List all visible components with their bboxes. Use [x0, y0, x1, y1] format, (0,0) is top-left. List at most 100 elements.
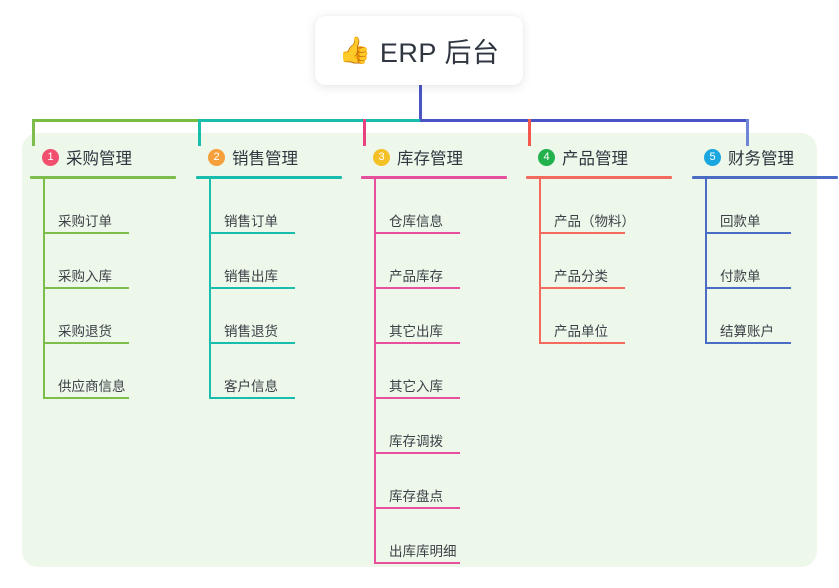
leaf-node[interactable]: 产品（物料）	[526, 179, 672, 234]
leaf-node-label: 产品分类	[554, 269, 608, 284]
leaf-node-label: 销售退货	[224, 324, 278, 339]
leaf-node[interactable]: 其它出库	[361, 289, 507, 344]
leaf-node-underline	[705, 287, 791, 289]
leaf-node[interactable]: 其它入库	[361, 344, 507, 399]
leaf-node-underline	[209, 342, 295, 344]
leaf-node-label: 产品单位	[554, 324, 608, 339]
branch-column-3: 3 库存管理仓库信息产品库存其它出库其它入库库存调拨库存盘点出库库明细	[361, 145, 507, 564]
leaf-node-underline	[539, 287, 625, 289]
connector-stub-5	[746, 119, 749, 146]
leaf-node-label: 库存盘点	[389, 489, 443, 504]
leaf-node-label: 仓库信息	[389, 214, 443, 229]
branch-number-badge-4: 4	[538, 148, 555, 166]
branch-spine-2	[209, 179, 211, 399]
leaf-node-underline	[539, 342, 625, 344]
leaf-node-label: 供应商信息	[58, 379, 126, 394]
leaf-node-label: 回款单	[720, 214, 761, 229]
leaf-node[interactable]: 库存盘点	[361, 454, 507, 509]
leaf-node-underline	[209, 232, 295, 234]
leaf-node-label: 库存调拨	[389, 434, 443, 449]
branch-item-list-4: 产品（物料） 产品分类产品单位	[526, 179, 672, 344]
leaf-node-underline	[374, 452, 460, 454]
leaf-node[interactable]: 产品单位	[526, 289, 672, 344]
branch-spine-1	[43, 179, 45, 399]
leaf-node-underline	[209, 397, 295, 399]
leaf-node[interactable]: 销售订单	[196, 179, 342, 234]
leaf-node[interactable]: 客户信息	[196, 344, 342, 399]
leaf-node-underline	[43, 342, 129, 344]
leaf-node-label: 采购退货	[58, 324, 112, 339]
branch-header-2[interactable]: 2 销售管理	[196, 145, 342, 169]
leaf-node-underline	[374, 507, 460, 509]
leaf-node[interactable]: 供应商信息	[30, 344, 176, 399]
leaf-node[interactable]: 仓库信息	[361, 179, 507, 234]
leaf-node-label: 付款单	[720, 269, 761, 284]
connector-stub-3	[363, 119, 366, 146]
leaf-node-label: 销售订单	[224, 214, 278, 229]
leaf-node-underline	[705, 232, 791, 234]
root-node-title: ERP 后台	[379, 38, 500, 68]
leaf-node[interactable]: 回款单	[692, 179, 838, 234]
leaf-node[interactable]: 产品库存	[361, 234, 507, 289]
branch-title-4: 产品管理	[562, 150, 628, 168]
leaf-node-underline	[209, 287, 295, 289]
leaf-node-label: 其它出库	[389, 324, 443, 339]
branch-title-1: 采购管理	[66, 150, 132, 168]
branch-spine-3	[374, 179, 376, 564]
leaf-node-underline	[374, 287, 460, 289]
connector-stub-1	[32, 119, 35, 146]
connector-bus-segment-1	[32, 119, 198, 122]
branch-spine-4	[539, 179, 541, 344]
leaf-node[interactable]: 产品分类	[526, 234, 672, 289]
leaf-node-label: 客户信息	[224, 379, 278, 394]
root-node[interactable]: 👍 ERP 后台	[315, 16, 523, 85]
leaf-node[interactable]: 出库库明细	[361, 509, 507, 564]
branch-column-5: 5 财务管理回款单付款单结算账户	[692, 145, 838, 344]
branch-title-3: 库存管理	[397, 150, 463, 168]
branch-number-badge-2: 2	[208, 148, 225, 166]
leaf-node[interactable]: 采购退货	[30, 289, 176, 344]
branch-underline-5	[692, 176, 838, 179]
leaf-node[interactable]: 采购入库	[30, 234, 176, 289]
leaf-node-underline	[374, 342, 460, 344]
leaf-node[interactable]: 销售退货	[196, 289, 342, 344]
connector-root-stem	[418, 85, 422, 122]
branch-header-5[interactable]: 5 财务管理	[692, 145, 838, 169]
leaf-node-label: 产品库存	[389, 269, 443, 284]
branch-item-list-1: 采购订单采购入库采购退货供应商信息	[30, 179, 176, 399]
leaf-node-underline	[43, 397, 129, 399]
leaf-node-underline	[374, 562, 460, 564]
leaf-node-label: 结算账户	[720, 324, 774, 339]
branch-title-2: 销售管理	[232, 150, 298, 168]
leaf-node-label: 采购入库	[58, 269, 112, 284]
leaf-node[interactable]: 付款单	[692, 234, 838, 289]
branch-title-5: 财务管理	[728, 150, 794, 168]
branch-header-4[interactable]: 4 产品管理	[526, 145, 672, 169]
branch-number-badge-1: 1	[42, 148, 59, 166]
leaf-node[interactable]: 库存调拨	[361, 399, 507, 454]
leaf-node[interactable]: 采购订单	[30, 179, 176, 234]
leaf-node[interactable]: 销售出库	[196, 234, 342, 289]
thumbs-up-icon: 👍	[338, 35, 371, 66]
leaf-node-label: 采购订单	[58, 214, 112, 229]
leaf-node-label: 出库库明细	[389, 544, 457, 559]
branch-spine-5	[705, 179, 707, 344]
branch-number-badge-3: 3	[373, 148, 390, 166]
leaf-node-underline	[43, 287, 129, 289]
connector-stub-4	[528, 119, 531, 146]
branch-underline-1	[30, 176, 176, 179]
branch-underline-3	[361, 176, 507, 179]
branch-underline-4	[526, 176, 672, 179]
branch-item-list-3: 仓库信息产品库存其它出库其它入库库存调拨库存盘点出库库明细	[361, 179, 507, 564]
leaf-node-label: 其它入库	[389, 379, 443, 394]
branch-item-list-2: 销售订单销售出库销售退货客户信息	[196, 179, 342, 399]
branch-header-3[interactable]: 3 库存管理	[361, 145, 507, 169]
leaf-node-underline	[43, 232, 129, 234]
leaf-node-underline	[374, 232, 460, 234]
branch-column-2: 2 销售管理销售订单销售出库销售退货客户信息	[196, 145, 342, 399]
branch-number-badge-5: 5	[704, 148, 721, 166]
leaf-node[interactable]: 结算账户	[692, 289, 838, 344]
connector-bus-segment-3	[420, 119, 748, 122]
branch-header-1[interactable]: 1 采购管理	[30, 145, 176, 169]
